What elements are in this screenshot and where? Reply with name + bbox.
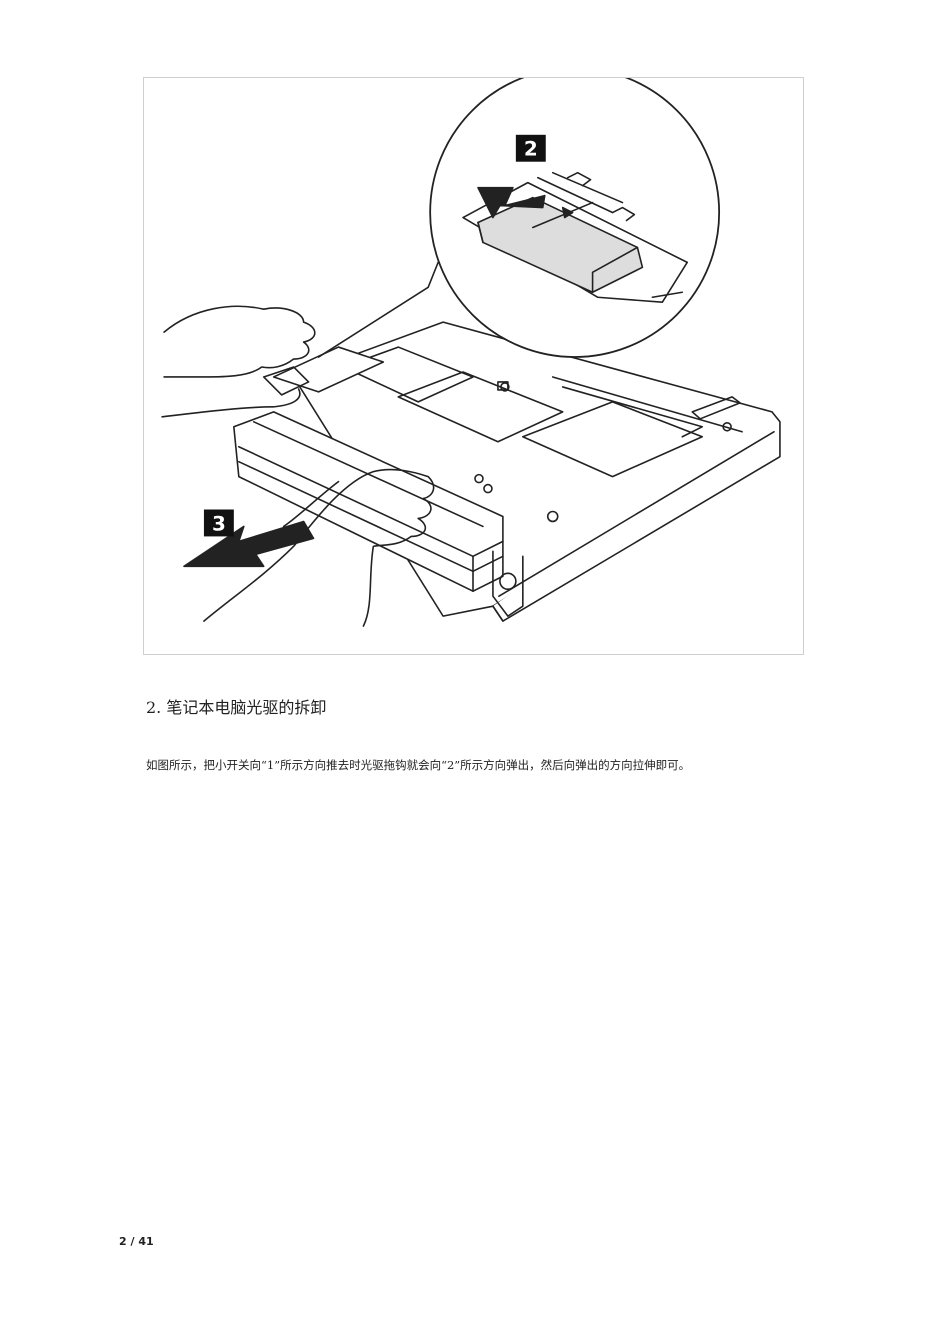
base-compartment: [342, 346, 474, 403]
base-compartment: [522, 401, 704, 478]
optical-drive: [233, 411, 504, 593]
base-compartment: [397, 371, 564, 443]
step-2-label: 2: [524, 138, 538, 161]
body-paragraph: 如图所示，把小开关向“1”所示方向推去时光驱拖钩就会向“2”所示方向弹出，然后向…: [146, 758, 691, 772]
arrow-2-icon: [477, 186, 546, 219]
base-vent: [691, 396, 741, 420]
step-3-badge: [203, 509, 234, 537]
step-3-label: 3: [212, 512, 226, 535]
hand-upper: [163, 305, 316, 378]
laptop-optical-drive-removal-illustration: 2 3: [161, 78, 781, 627]
release-latch: [272, 346, 385, 393]
step-2-badge: [515, 134, 546, 162]
illustration-figure: 2 3: [143, 77, 804, 655]
page-number: 2 / 41: [119, 1235, 154, 1248]
arrow-3-icon: [183, 520, 315, 568]
section-heading: 2. 笔记本电脑光驱的拆卸: [146, 698, 327, 717]
